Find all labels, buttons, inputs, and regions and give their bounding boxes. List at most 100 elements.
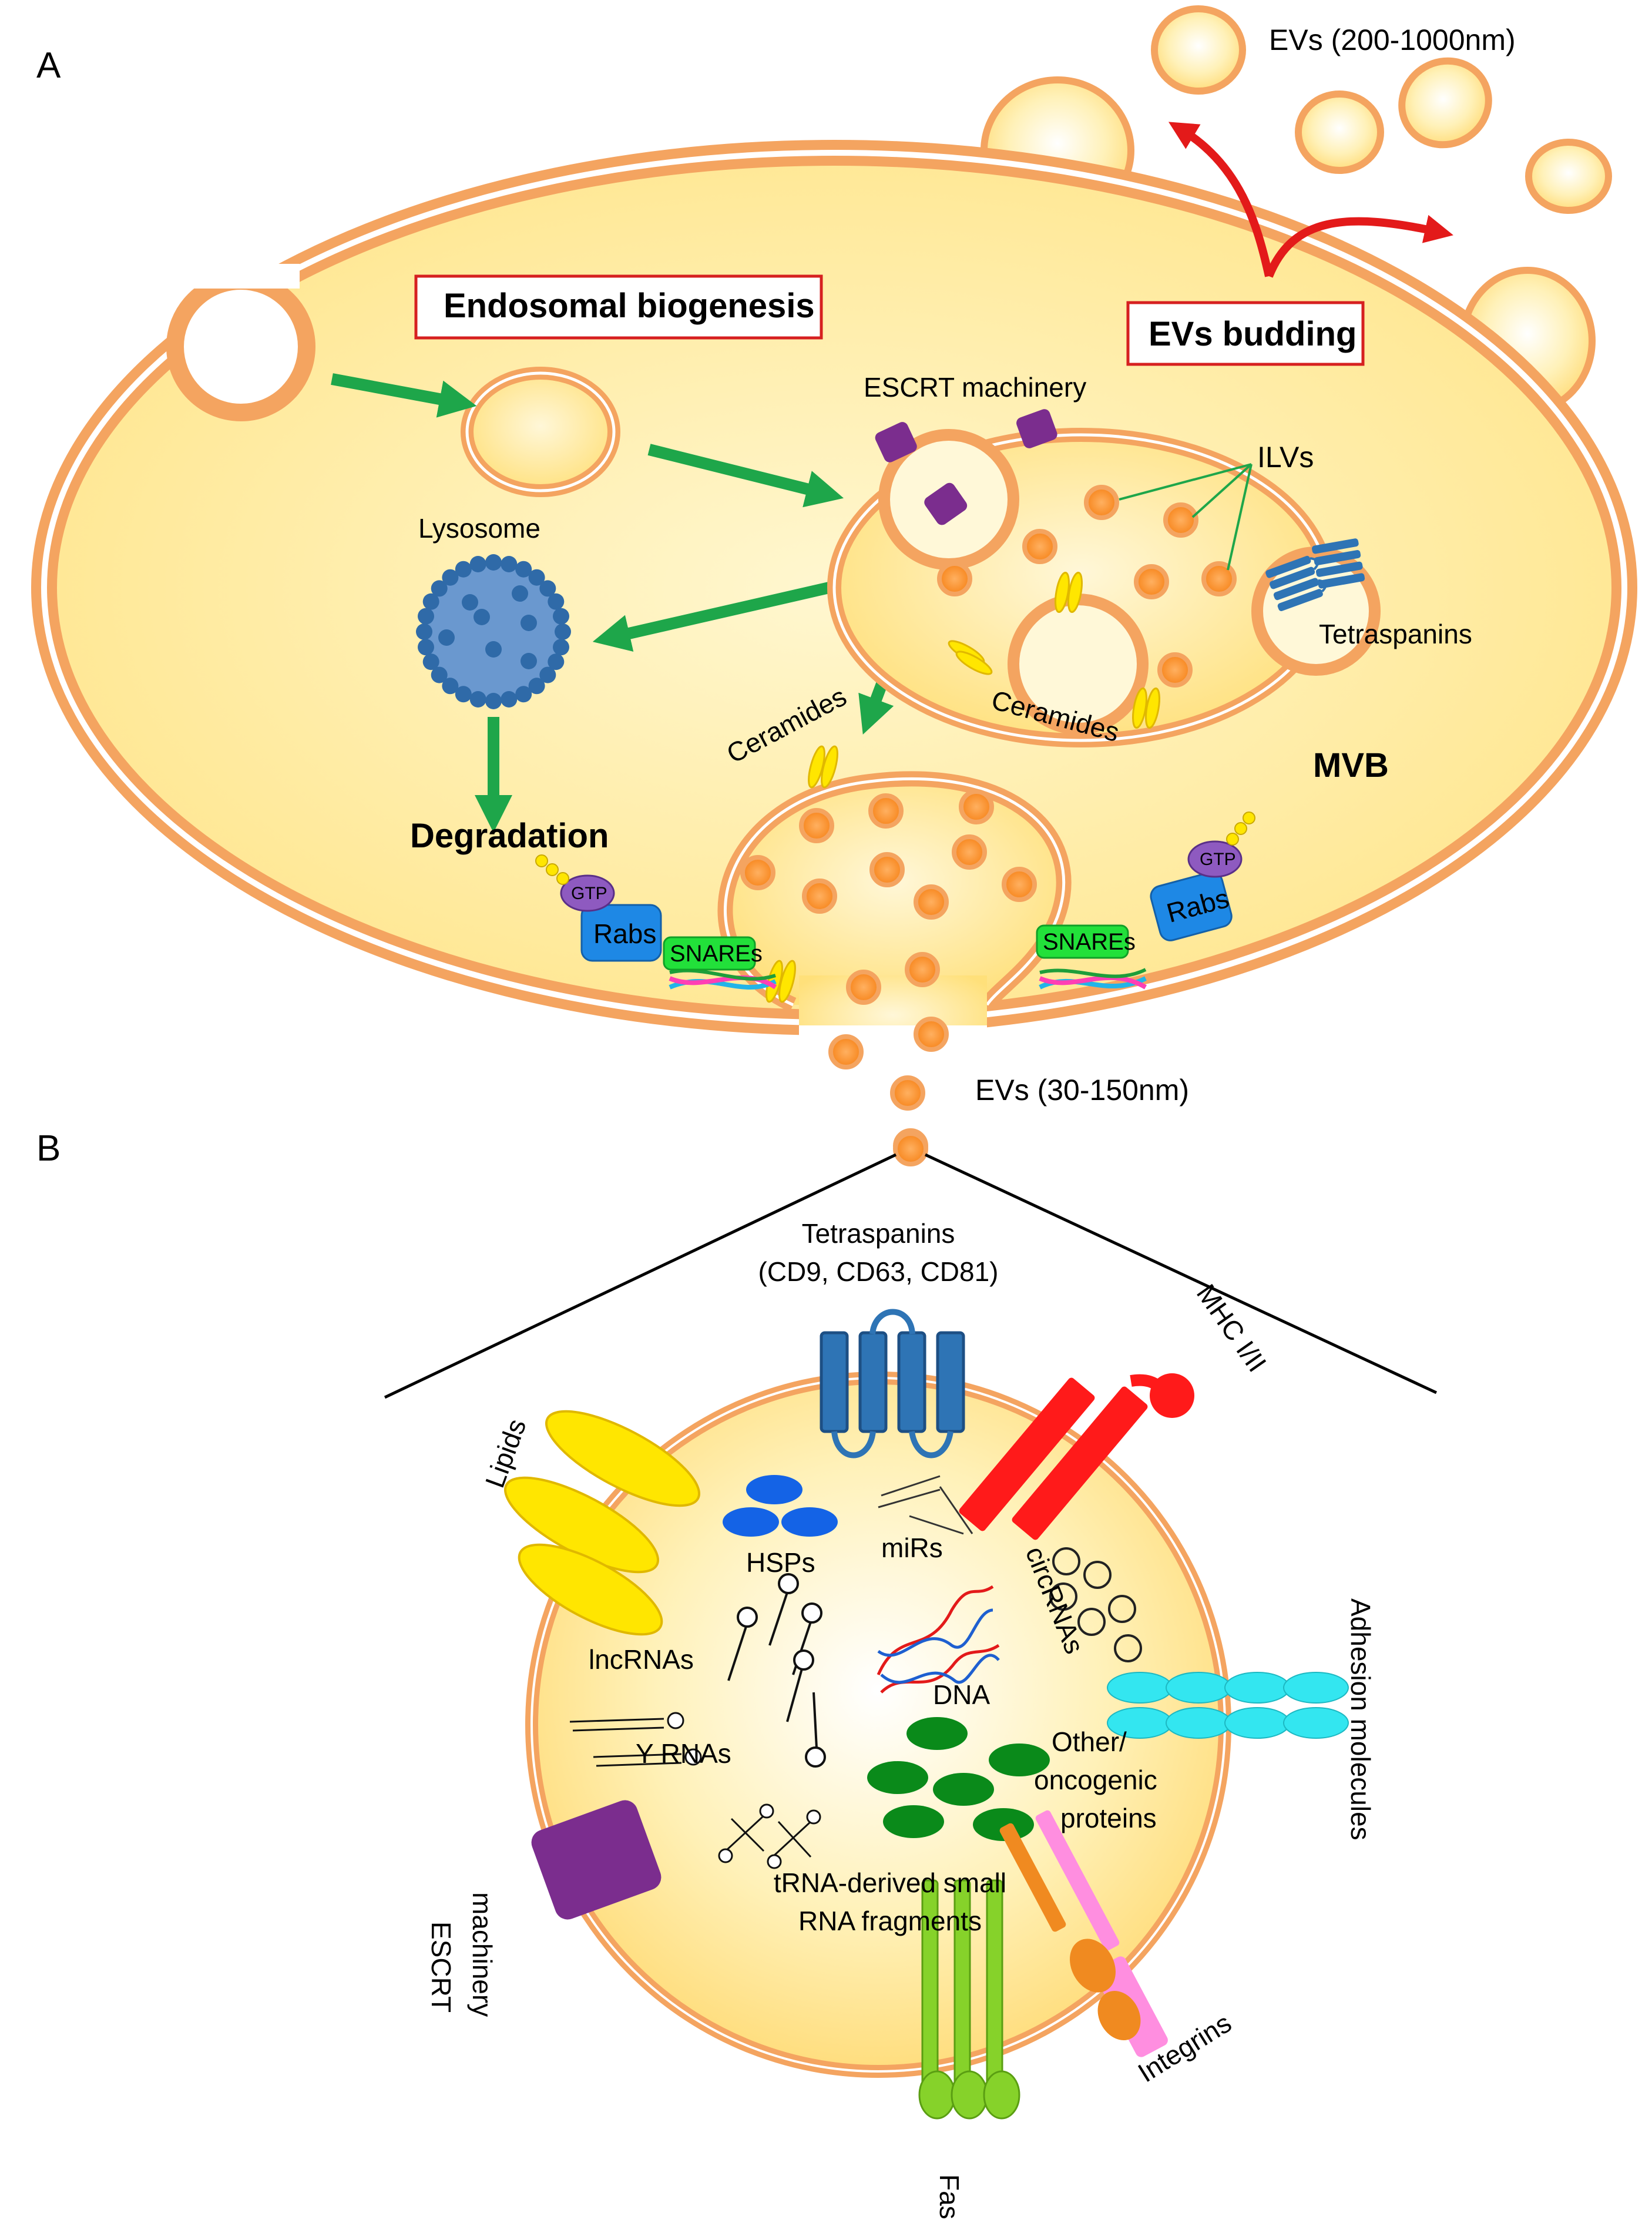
ilvs-in-mvb xyxy=(937,485,1237,688)
label-yrnas: Y RNAs xyxy=(636,1738,731,1769)
snare-rab-right xyxy=(1036,812,1255,990)
escrt-protein xyxy=(531,1800,662,1920)
panel-label-b: B xyxy=(36,1128,61,1169)
label-evs-large: EVs (200-1000nm) xyxy=(1269,24,1516,56)
mirs xyxy=(878,1475,973,1535)
label-trna-1: tRNA-derived small xyxy=(774,1867,1006,1898)
tetraspanins-mvb xyxy=(1265,538,1365,611)
label-endosomal-biogenesis: Endosomal biogenesis xyxy=(444,287,815,325)
lipids xyxy=(504,1410,700,1636)
lysosome-rim-bead xyxy=(431,666,448,683)
label-mirs: miRs xyxy=(881,1533,943,1563)
evs-budding-box xyxy=(1126,301,1365,366)
lysosome-rim-bead xyxy=(555,623,571,640)
ceramides-mvb xyxy=(948,571,1160,729)
label-snares-left: SNAREs xyxy=(670,941,763,967)
budding-arrow-left xyxy=(1168,122,1273,277)
lysosome-rim-bead xyxy=(539,580,556,597)
arrow-mvb-to-lysosome xyxy=(592,576,857,652)
lysosome-rim-bead xyxy=(469,691,486,708)
zoom-line-left xyxy=(384,1153,897,1399)
label-gtp-left: GTP xyxy=(571,884,607,903)
label-trna-2: RNA fragments xyxy=(798,1906,982,1936)
lysosome-rim-bead xyxy=(485,554,502,571)
lysosome-rim-bead xyxy=(431,580,448,597)
lysosome-rim-bead xyxy=(539,666,556,683)
label-gtp-right: GTP xyxy=(1200,850,1236,869)
label-dna: DNA xyxy=(933,1679,990,1710)
label-tetraspanins-title: Tetraspanins xyxy=(802,1218,955,1249)
ilvs-fusing-mvb xyxy=(740,789,1037,1005)
zoom-line-right xyxy=(924,1153,1438,1394)
hsps xyxy=(723,1475,838,1537)
adhesion-molecules xyxy=(1107,1672,1349,1739)
arrow-endocytosis-to-endosome xyxy=(331,373,477,418)
lysosome-rim-bead xyxy=(442,569,459,586)
lysosome xyxy=(416,554,571,709)
fasl-molecule xyxy=(918,1879,1020,2120)
label-adhesion: Adhesion molecules xyxy=(1345,1598,1376,1840)
lysosome-rim-bead xyxy=(548,653,565,670)
lysosome-rim-bead xyxy=(501,691,518,708)
endosomal-biogenesis-box xyxy=(414,274,823,340)
lysosome-rim-bead xyxy=(528,678,545,695)
dna-helix xyxy=(877,1585,1000,1694)
label-escrt-2: machinery xyxy=(467,1892,498,2017)
endocytic-invagination xyxy=(166,272,315,421)
integrins xyxy=(999,1810,1168,2057)
lysosome-rim-bead xyxy=(501,556,518,572)
y-rnas xyxy=(569,1712,702,1767)
label-other-3: proteins xyxy=(1060,1803,1157,1833)
label-evs-small: EVs (30-150nm) xyxy=(975,1074,1189,1107)
panel-label-a: A xyxy=(36,45,61,86)
mhc-molecule xyxy=(959,1373,1194,1540)
label-hsps: HSPs xyxy=(746,1547,815,1578)
released-large-evs xyxy=(1151,5,1612,214)
label-lysosome: Lysosome xyxy=(418,513,540,544)
zoomed-ev-source xyxy=(893,1131,928,1166)
escrt-blocks xyxy=(875,409,1057,525)
tetraspanin-protein xyxy=(820,1309,965,1458)
lysosome-rim-bead xyxy=(528,569,545,586)
label-tetraspanins-members: (CD9, CD63, CD81) xyxy=(758,1256,999,1287)
label-other-2: oncogenic xyxy=(1034,1765,1157,1795)
label-degradation: Degradation xyxy=(410,817,609,855)
label-mvb: MVB xyxy=(1313,746,1389,784)
trna-fragments xyxy=(718,1803,821,1869)
arrow-endosome-to-mvb xyxy=(647,444,844,508)
lysosome-rim-bead xyxy=(418,639,434,656)
lysosome-rim-bead xyxy=(515,561,532,578)
lysosome-rim-bead xyxy=(418,608,434,625)
label-rabs-left: Rabs xyxy=(593,918,656,949)
label-fasl: FasL xyxy=(934,2174,965,2220)
label-escrt-1: ESCRT xyxy=(426,1922,456,2013)
lysosome-rim-bead xyxy=(416,623,432,640)
lysosome-rim-bead xyxy=(469,556,486,572)
lysosome-rim-bead xyxy=(515,686,532,703)
label-mhc: MHC I/II xyxy=(1191,1279,1272,1377)
budding-arrow-right xyxy=(1265,214,1453,278)
lysosome-rim-bead xyxy=(485,693,502,709)
label-evs-budding: EVs budding xyxy=(1149,315,1356,353)
label-tetraspanins: Tetraspanins xyxy=(1319,619,1472,649)
label-snares-right: SNAREs xyxy=(1043,929,1136,955)
lysosome-rim-bead xyxy=(422,593,439,610)
label-escrt-machinery: ESCRT machinery xyxy=(864,372,1086,403)
ilv-pointer-lines xyxy=(1119,463,1253,571)
circrnas xyxy=(1049,1547,1142,1662)
lysosome-rim-bead xyxy=(422,653,439,670)
oncogenic-proteins xyxy=(867,1717,1050,1841)
label-ilvs: ILVs xyxy=(1257,441,1314,474)
lysosome-rim-bead xyxy=(455,561,472,578)
label-lncrnas: lncRNAs xyxy=(589,1644,694,1675)
lncrnas xyxy=(727,1573,826,1768)
lysosome-rim-bead xyxy=(553,639,569,656)
label-other-1: Other/ xyxy=(1052,1726,1127,1757)
lysosome-rim-bead xyxy=(553,608,569,625)
snare-rab-left xyxy=(535,854,777,990)
lysosome-rim-bead xyxy=(455,686,472,703)
lysosome-rim-bead xyxy=(548,593,565,610)
lysosome-rim-bead xyxy=(442,678,459,695)
